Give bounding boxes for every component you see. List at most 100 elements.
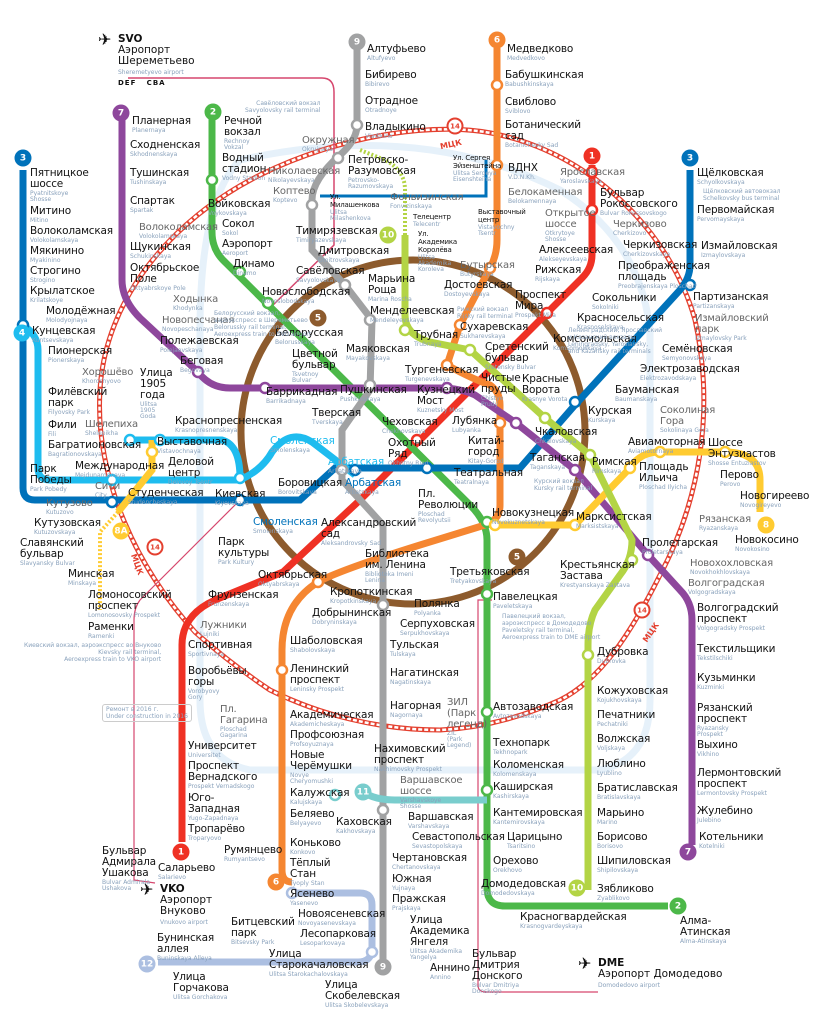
line-4-branch[interactable]	[130, 436, 244, 479]
line-9-serpukhovsko-timiryazevskaya[interactable]	[308, 48, 387, 962]
interchange-marker[interactable]	[568, 395, 582, 409]
line-badge-5[interactable]: 5	[309, 309, 327, 327]
interchange-marker[interactable]	[285, 886, 299, 900]
line-badge-7[interactable]: 7	[679, 843, 697, 861]
interchange-marker[interactable]	[490, 158, 504, 172]
line-badge-5[interactable]: 5	[508, 548, 526, 566]
interchange-marker[interactable]	[623, 461, 637, 475]
interchange-marker[interactable]	[376, 598, 390, 612]
interchange-marker[interactable]	[328, 788, 342, 802]
interchange-marker[interactable]	[585, 203, 599, 217]
interchange-marker[interactable]	[653, 445, 667, 459]
airport-dme[interactable]: ✈ DME Аэропорт Домодедово Domodedovo air…	[578, 956, 722, 991]
monorail[interactable]	[320, 160, 488, 198]
interchange-marker[interactable]	[410, 433, 424, 447]
interchange-marker[interactable]	[365, 945, 379, 959]
interchange-marker[interactable]	[363, 313, 377, 327]
airport-vko[interactable]: ✈ VKO Аэропорт Внуково Vnukovo airport	[140, 882, 212, 928]
line-5-koltsevaya[interactable]	[237, 256, 589, 608]
interchange-marker[interactable]	[453, 318, 467, 332]
interchange-marker[interactable]	[348, 463, 362, 477]
airport-svo[interactable]: ✈ SVO Аэропорт Шереметьево Sheremetyevo …	[98, 32, 195, 89]
interchange-marker[interactable]	[376, 803, 390, 817]
interchange-marker[interactable]	[233, 471, 247, 485]
